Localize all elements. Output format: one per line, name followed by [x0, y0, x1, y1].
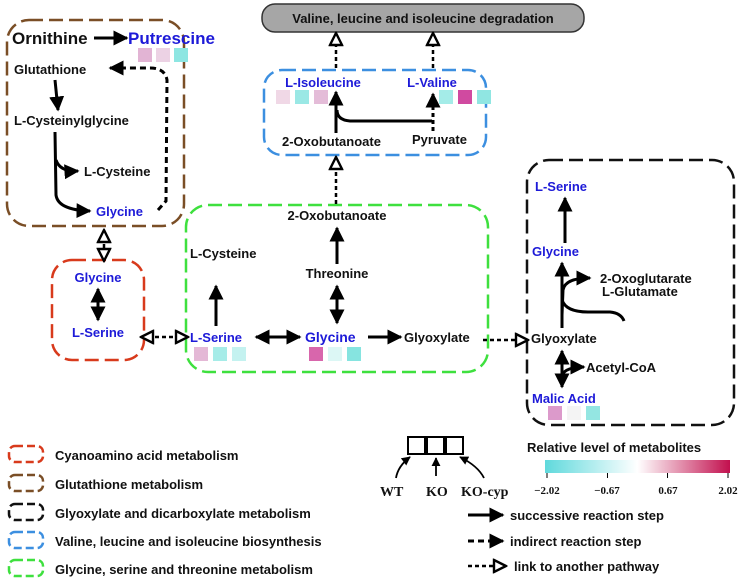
valine-cell-wt — [439, 90, 453, 104]
pyruvate-to-isoleucine-arrow — [335, 109, 432, 123]
branch-to-cysteine-arrow — [54, 159, 80, 180]
cysteine-label-gst: L-Cysteine — [190, 246, 256, 261]
acetylcoa-branch-arrow — [560, 359, 586, 376]
sample-box-kocyp — [445, 436, 464, 455]
serine-gst-cell-wt — [194, 347, 208, 361]
valine-cell-kocyp — [477, 90, 491, 104]
serine-label-glyox: L-Serine — [535, 179, 587, 194]
oxobutanoate-label-valine: 2-Oxobutanoate — [282, 134, 381, 149]
colorbar-tick-label-1: −0.67 — [594, 485, 620, 497]
glyoxylate-label-gst: Glyoxylate — [404, 330, 470, 345]
colorbar-ticks — [546, 473, 729, 478]
sample-label-ko: KO — [426, 485, 448, 500]
colorbar-tick-label-3: 2.02 — [718, 485, 738, 497]
pathway-legend: Cyanoamino acid metabolism Glutathione m… — [7, 444, 322, 578]
putrescine-label: Putrescine — [128, 29, 215, 48]
glutathione-label: Glutathione — [14, 62, 86, 77]
glycine-serine-threonine-box — [184, 203, 490, 374]
degradation-pill — [261, 3, 585, 33]
glycine-label-glyox: Glycine — [532, 244, 579, 259]
legend-swatch-valine — [7, 530, 45, 550]
putrescine-cell-ko — [156, 48, 170, 62]
colorbar-tick-label-0: −2.02 — [534, 485, 560, 497]
legend-label-glutathione: Glutathione metabolism — [55, 477, 203, 492]
legend-label-glycine-serine: Glycine, serine and threonine metabolism — [55, 562, 313, 577]
threonine-label: Threonine — [306, 266, 369, 281]
valine-biosynthesis-box — [262, 68, 488, 157]
glyoxylate-label-glyox: Glyoxylate — [531, 331, 597, 346]
serine-gst-cell-kocyp — [232, 347, 246, 361]
glycine-gst-cell-ko — [328, 347, 342, 361]
glycine-label-glutathione: Glycine — [96, 204, 143, 219]
glycine-gst-cell-wt — [309, 347, 323, 361]
putrescine-heat-cells — [138, 48, 188, 62]
pyruvate-label: Pyruvate — [412, 132, 467, 147]
glutamate-label: L-Glutamate — [602, 284, 678, 299]
colorbar: Relative level of metabolites −2.02 −0.6… — [527, 440, 738, 497]
serine-gst-heat-cells — [194, 347, 246, 361]
glutathione-to-cysteinylglycine-arrow — [49, 79, 65, 112]
glutamate-branch — [560, 299, 626, 322]
sample-box-ko — [426, 436, 445, 455]
sample-label-wt: WT — [380, 485, 404, 500]
sample-legend: WT KO KO-cyp — [380, 436, 509, 500]
legend-label-glyoxylate: Glyoxylate and dicarboxylate metabolism — [55, 506, 311, 521]
cysteinylglycine-to-glycine-arrow — [53, 131, 92, 219]
colorbar-title: Relative level of metabolites — [527, 440, 701, 455]
successive-step-label: successive reaction step — [510, 508, 664, 523]
oxoglutarate-branch-arrow — [560, 270, 592, 316]
isoleucine-cell-wt — [276, 90, 290, 104]
valine-label: L-Valine — [407, 75, 457, 90]
oxobutanoate-label-gst: 2-Oxobutanoate — [288, 208, 387, 223]
legend-swatch-glutathione — [7, 473, 45, 493]
glutathione-metabolism-box — [5, 18, 186, 228]
acetylcoa-label: Acetyl-CoA — [586, 360, 657, 375]
malic-cell-kocyp — [586, 406, 600, 420]
wt-pointer-arrow — [395, 456, 411, 479]
valine-cell-ko — [458, 90, 472, 104]
isoleucine-label: L-Isoleucine — [285, 75, 361, 90]
ornithine-label: Ornithine — [12, 29, 88, 48]
kocyp-pointer-arrow — [459, 456, 485, 479]
malic-cell-wt — [548, 406, 562, 420]
arrow-legend: successive reaction step indirect reacti… — [468, 507, 664, 574]
legend-label-valine: Valine, leucine and isoleucine biosynthe… — [55, 534, 322, 549]
glycine-gst-cell-kocyp — [347, 347, 361, 361]
sample-box-wt — [407, 436, 426, 455]
colorbar-gradient — [545, 460, 730, 473]
sample-label-kocyp: KO-cyp — [461, 485, 509, 500]
valine-heat-cells — [439, 90, 491, 104]
putrescine-cell-kocyp — [174, 48, 188, 62]
colorbar-tick-label-2: 0.67 — [658, 485, 678, 497]
isoleucine-cell-ko — [295, 90, 309, 104]
cysteinylglycine-label: L-Cysteinylglycine — [14, 113, 129, 128]
serine-label-gst: L-Serine — [190, 330, 242, 345]
legend-swatch-cyanoamino — [7, 444, 45, 464]
legend-swatch-glycine-serine — [7, 558, 45, 578]
putrescine-cell-wt — [138, 48, 152, 62]
oxoglutarate-label: 2-Oxoglutarate — [600, 271, 692, 286]
glycine-to-glutathione-indirect-arrow — [108, 60, 169, 211]
glyoxylate-dicarboxylate-box — [525, 158, 736, 427]
glycine-gst-heat-cells — [309, 347, 361, 361]
pathway-link-label: link to another pathway — [514, 559, 660, 574]
legend-swatch-glyoxylate — [7, 502, 45, 522]
isoleucine-cell-kocyp — [314, 90, 328, 104]
indirect-step-label: indirect reaction step — [510, 534, 642, 549]
degradation-label: Valine, leucine and isoleucine degradati… — [292, 11, 554, 26]
legend-label-cyanoamino: Cyanoamino acid metabolism — [55, 448, 239, 463]
malic-cell-ko — [567, 406, 581, 420]
serine-label-cyanoamino: L-Serine — [72, 325, 124, 340]
serine-gst-cell-ko — [213, 347, 227, 361]
malic-heat-cells — [548, 406, 600, 420]
cysteine-label-glutathione: L-Cysteine — [84, 164, 150, 179]
glycine-label-cyanoamino: Glycine — [75, 270, 122, 285]
malic-acid-label: Malic Acid — [532, 391, 596, 406]
glycine-label-gst: Glycine — [305, 329, 356, 345]
isoleucine-heat-cells — [276, 90, 328, 104]
